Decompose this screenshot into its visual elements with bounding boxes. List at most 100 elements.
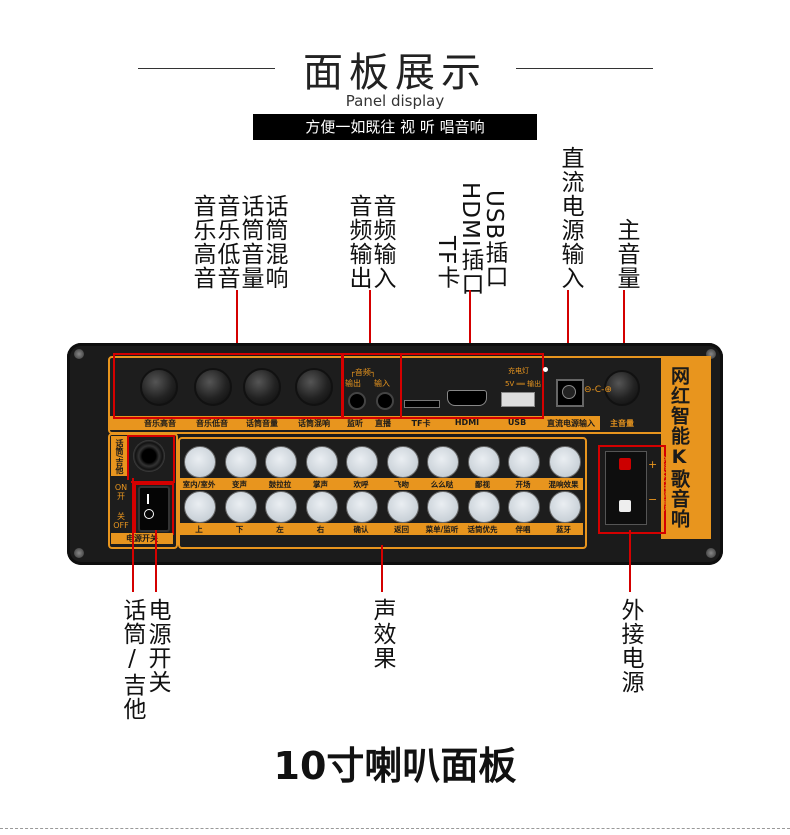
label-master-volume: 主音量 <box>610 419 634 428</box>
effect-button[interactable] <box>224 446 257 478</box>
effect-button[interactable] <box>305 446 338 478</box>
label-usb: USB <box>507 418 527 427</box>
effect-button[interactable] <box>508 446 540 478</box>
effect-button[interactable] <box>265 491 297 523</box>
audio-out-jack[interactable] <box>348 392 366 410</box>
switch-off-label: 关 OFF <box>113 512 129 530</box>
effect-button-label: 鼓拉拉 <box>268 480 292 489</box>
mic-guitar-jack[interactable] <box>133 440 165 472</box>
pointer-knobs <box>236 290 238 356</box>
label-music-treble: 音乐高音 <box>144 419 176 428</box>
polarity-icon: ⊖-C-⊕ <box>584 385 612 395</box>
dc-power-jack[interactable] <box>556 379 584 407</box>
effect-button[interactable] <box>305 491 338 523</box>
pointer-master <box>623 290 625 382</box>
callout-music-bass: 音乐低音 <box>213 194 239 290</box>
effect-button[interactable] <box>467 491 500 523</box>
ext-power-label: 外接12V电源输入 <box>662 456 670 512</box>
effect-button-label: 开场 <box>515 480 531 489</box>
effect-row1-label-bar <box>180 478 583 490</box>
effect-button[interactable] <box>346 446 378 478</box>
music-bass-knob[interactable] <box>194 368 232 406</box>
label-hdmi: HDMI <box>454 418 480 427</box>
effect-button-label: 掌声 <box>313 480 328 489</box>
effect-button[interactable] <box>386 446 419 478</box>
callout-sound-effects: 声效果 <box>369 598 395 670</box>
music-treble-knob[interactable] <box>140 368 178 406</box>
effect-button[interactable] <box>467 446 500 478</box>
effect-button-label: 鄙视 <box>475 480 490 489</box>
page-subtitle: Panel display <box>345 92 445 110</box>
audio-group-label: ┌音频┐ <box>350 368 376 377</box>
callout-music-treble: 音乐高音 <box>189 194 215 290</box>
bottom-divider <box>0 828 790 829</box>
pointer-mic <box>132 478 134 592</box>
effect-row2-label-bar <box>180 523 583 535</box>
callout-master-volume: 主音量 <box>613 218 639 290</box>
effect-button[interactable] <box>548 491 581 523</box>
slogan-bar: 方便一如既往 视 听 唱音响 <box>253 114 537 140</box>
effect-button[interactable] <box>346 491 378 523</box>
effect-button[interactable] <box>184 446 216 478</box>
effect-button-label: 么么哒 <box>430 480 454 489</box>
callout-ext-power: 外接电源 <box>617 598 643 694</box>
title-right-rule <box>516 68 653 69</box>
mic-jack-tag: 话筒/吉他 <box>111 436 127 476</box>
switch-off-mark <box>144 509 154 519</box>
negative-terminal-icon <box>619 500 631 512</box>
effect-button[interactable] <box>265 446 297 478</box>
tf-card-slot[interactable] <box>404 400 440 408</box>
callout-hdmi: HDMI插口 <box>457 182 483 296</box>
switch-text-area <box>111 480 131 530</box>
effect-button[interactable] <box>427 446 459 478</box>
effect-button-label: 伴唱 <box>515 525 531 534</box>
label-monitor: 监听 <box>347 419 363 428</box>
minus-icon: − <box>648 493 658 506</box>
label-mic-reverb: 话筒混响 <box>298 419 330 428</box>
pointer-dc <box>567 290 569 382</box>
effect-button[interactable] <box>386 491 419 523</box>
power-switch[interactable] <box>138 486 170 532</box>
effect-button[interactable] <box>508 491 540 523</box>
effect-button[interactable] <box>184 491 216 523</box>
callout-mic-guitar: 话筒/吉他 <box>119 598 145 721</box>
charge-light-label: 充电灯 <box>508 367 529 375</box>
effect-button-label: 菜单/监听 <box>425 525 459 534</box>
screw-icon <box>706 349 716 359</box>
ports-group-box <box>400 353 544 419</box>
brand-box <box>661 356 711 539</box>
pointer-power-switch <box>155 530 157 592</box>
effect-button[interactable] <box>224 491 257 523</box>
callout-usb: USB插口 <box>481 190 507 289</box>
effect-button-label: 混响效果 <box>548 480 579 489</box>
pointer-ext-power <box>629 530 631 592</box>
callout-tf: TF卡 <box>433 236 459 290</box>
callout-dc-input: 直流电源输入 <box>557 146 583 290</box>
charge-light-icon <box>543 367 548 372</box>
audio-in-jack[interactable] <box>376 392 394 410</box>
callout-mic-volume: 话筒音量 <box>237 194 263 290</box>
mic-volume-knob[interactable] <box>243 368 281 406</box>
effect-button-label: 话筒优先 <box>467 525 498 534</box>
master-volume-knob[interactable] <box>604 370 640 406</box>
power-switch-tag: 电源开关 <box>111 533 173 544</box>
hdmi-port[interactable] <box>447 390 487 406</box>
footer-title: 10寸喇叭面板 <box>273 744 517 788</box>
effect-button[interactable] <box>427 491 459 523</box>
effect-button-label: 飞吻 <box>394 480 409 489</box>
effect-button[interactable] <box>548 446 581 478</box>
pointer-effects <box>381 545 383 592</box>
mic-reverb-knob[interactable] <box>295 368 333 406</box>
screw-icon <box>706 548 716 558</box>
screw-icon <box>74 349 84 359</box>
callout-power-switch: 电源开关 <box>144 598 170 694</box>
title-left-rule <box>138 68 275 69</box>
usb-5v-label: 5V ══ 输出 <box>505 380 542 388</box>
usb-port[interactable] <box>501 392 535 407</box>
positive-terminal-icon <box>619 458 631 470</box>
effect-button-label: 上 <box>195 525 203 534</box>
callout-audio-in: 音频输入 <box>369 194 395 290</box>
plus-icon: + <box>648 458 658 471</box>
switch-on-label: ON 开 <box>114 483 128 501</box>
effect-button-label: 下 <box>235 525 244 534</box>
